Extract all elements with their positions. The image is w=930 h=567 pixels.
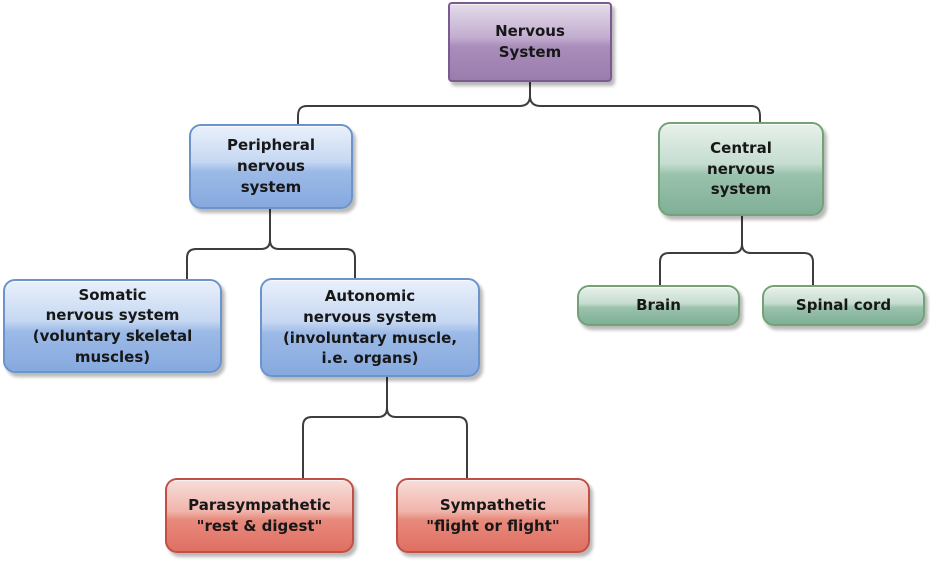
edge-autonomic-to-parasympathetic bbox=[302, 407, 388, 479]
node-sympathetic: Sympathetic "flight or flight" bbox=[396, 478, 590, 553]
edge-central-to-spinal-cord bbox=[741, 243, 814, 286]
node-parasympathetic-label: Parasympathetic "rest & digest" bbox=[188, 495, 331, 535]
edge-peripheral-to-autonomic bbox=[269, 239, 356, 279]
node-central-nervous-system-label: Central nervous system bbox=[707, 138, 775, 199]
node-autonomic-nervous-system-label: Autonomic nervous system (involuntary mu… bbox=[282, 287, 458, 368]
node-nervous-system: Nervous System bbox=[448, 2, 612, 82]
node-brain-label: Brain bbox=[636, 296, 681, 315]
node-spinal-cord: Spinal cord bbox=[762, 285, 925, 326]
edge-central-to-brain bbox=[659, 243, 743, 286]
node-autonomic-nervous-system: Autonomic nervous system (involuntary mu… bbox=[260, 278, 480, 377]
edge-autonomic-to-sympathetic bbox=[386, 407, 468, 479]
node-peripheral-nervous-system: Peripheral nervous system bbox=[189, 124, 353, 209]
node-sympathetic-label: Sympathetic "flight or flight" bbox=[426, 495, 560, 535]
node-brain: Brain bbox=[577, 285, 740, 326]
node-nervous-system-label: Nervous System bbox=[495, 22, 565, 61]
edge-nervous-system-to-central bbox=[529, 95, 761, 123]
node-parasympathetic: Parasympathetic "rest & digest" bbox=[165, 478, 354, 553]
node-peripheral-nervous-system-label: Peripheral nervous system bbox=[227, 136, 315, 196]
edge-peripheral-to-somatic bbox=[186, 239, 271, 280]
edge-nervous-system-to-peripheral bbox=[297, 95, 531, 125]
node-central-nervous-system: Central nervous system bbox=[658, 122, 824, 216]
node-somatic-nervous-system-label: Somatic nervous system (voluntary skelet… bbox=[32, 285, 193, 366]
node-somatic-nervous-system: Somatic nervous system (voluntary skelet… bbox=[3, 279, 222, 373]
node-spinal-cord-label: Spinal cord bbox=[795, 296, 892, 315]
